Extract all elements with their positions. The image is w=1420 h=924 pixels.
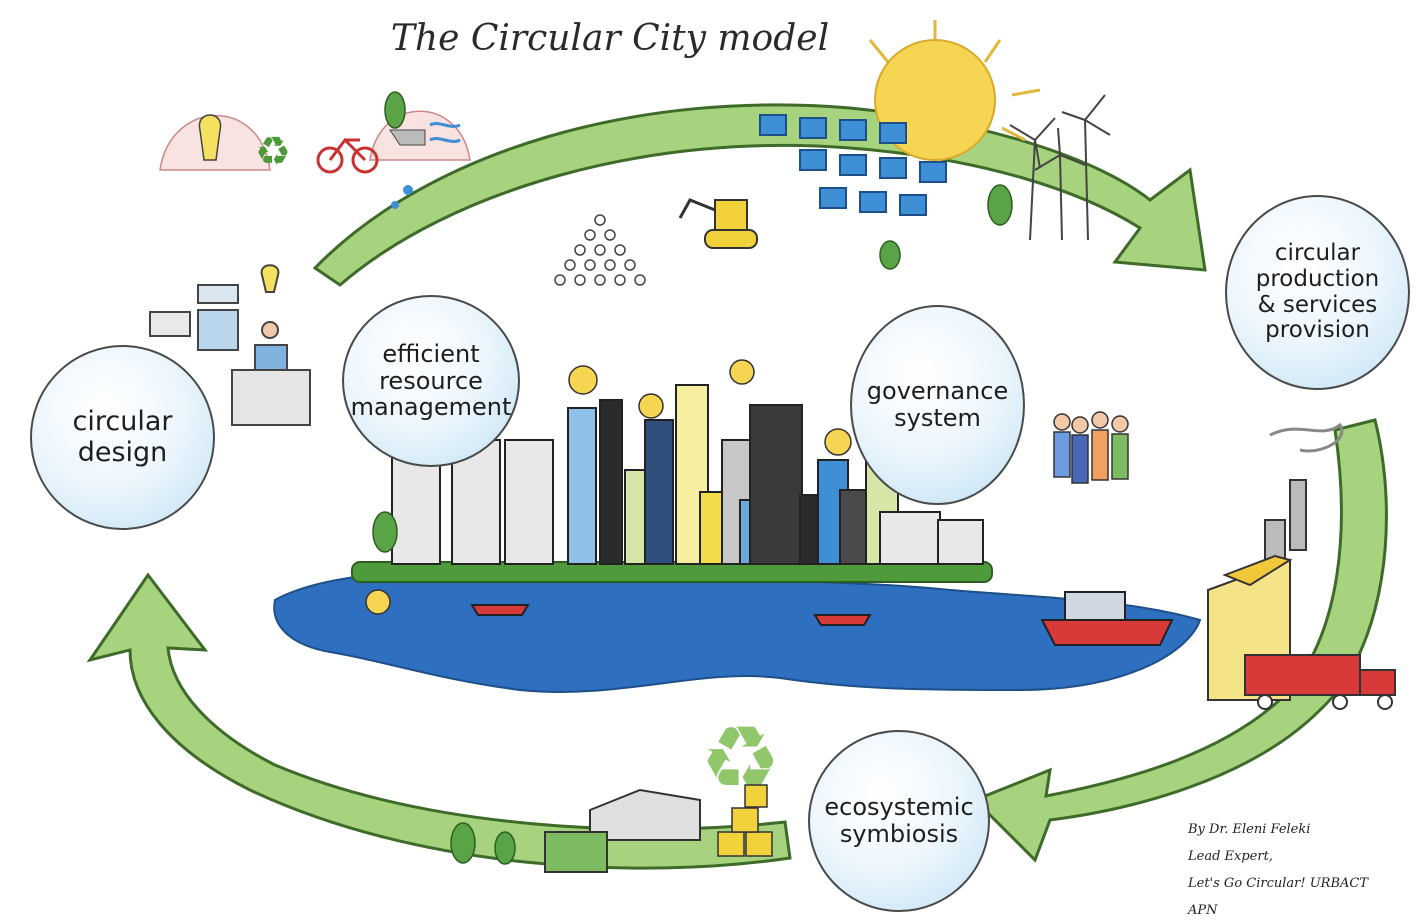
excavator-icon [678, 198, 758, 249]
designer-desk-icon [149, 264, 311, 426]
top-arrow [312, 103, 1207, 287]
recycle-bin-truck-icon [544, 831, 608, 873]
box-stack-icon [717, 784, 773, 857]
boat-icons [470, 591, 1174, 646]
recycle-icon: ♻ [255, 129, 291, 175]
lightbulb-icon [198, 114, 222, 161]
gravel-pile-icon [554, 214, 646, 286]
author-credit: By Dr. Eleni Feleki Lead Expert, Let's G… [1188, 816, 1408, 924]
node-ecosystemic-symbiosis: ecosystemic symbiosis [808, 730, 990, 912]
credit-line-2: Lead Expert, [1188, 849, 1273, 864]
node-circular-production: circular production & services provision [1225, 195, 1410, 390]
credit-line-1: By Dr. Eleni Feleki [1188, 822, 1311, 837]
node-circular-design: circular design [30, 345, 215, 530]
bicycle-icon [316, 137, 379, 174]
wifi-icons [365, 359, 852, 615]
diagram-title: The Circular City model [390, 18, 830, 59]
credit-line-4: APN [1188, 903, 1218, 918]
recycling-center: ♻ [544, 707, 781, 873]
truck-icon [1244, 654, 1396, 710]
city-skyline [391, 384, 984, 565]
citizens-group-icon [1053, 411, 1129, 484]
water-tap-icon [389, 129, 426, 146]
credit-line-3: Let's Go Circular! URBACT [1188, 876, 1369, 891]
node-governance-system: governance system [850, 305, 1025, 505]
wind-turbine-icons [1009, 94, 1111, 241]
right-arrow [972, 418, 1388, 863]
large-recycle-icon: ♻ [700, 707, 781, 812]
idea-bulb-icon [260, 264, 280, 293]
node-efficient-resource-management: efficient resource management [342, 295, 520, 467]
cycle-arrows [86, 103, 1388, 870]
solar-panel-icons [759, 114, 947, 216]
bottom-left-arrow [86, 572, 792, 870]
tree-icons [372, 91, 1013, 865]
